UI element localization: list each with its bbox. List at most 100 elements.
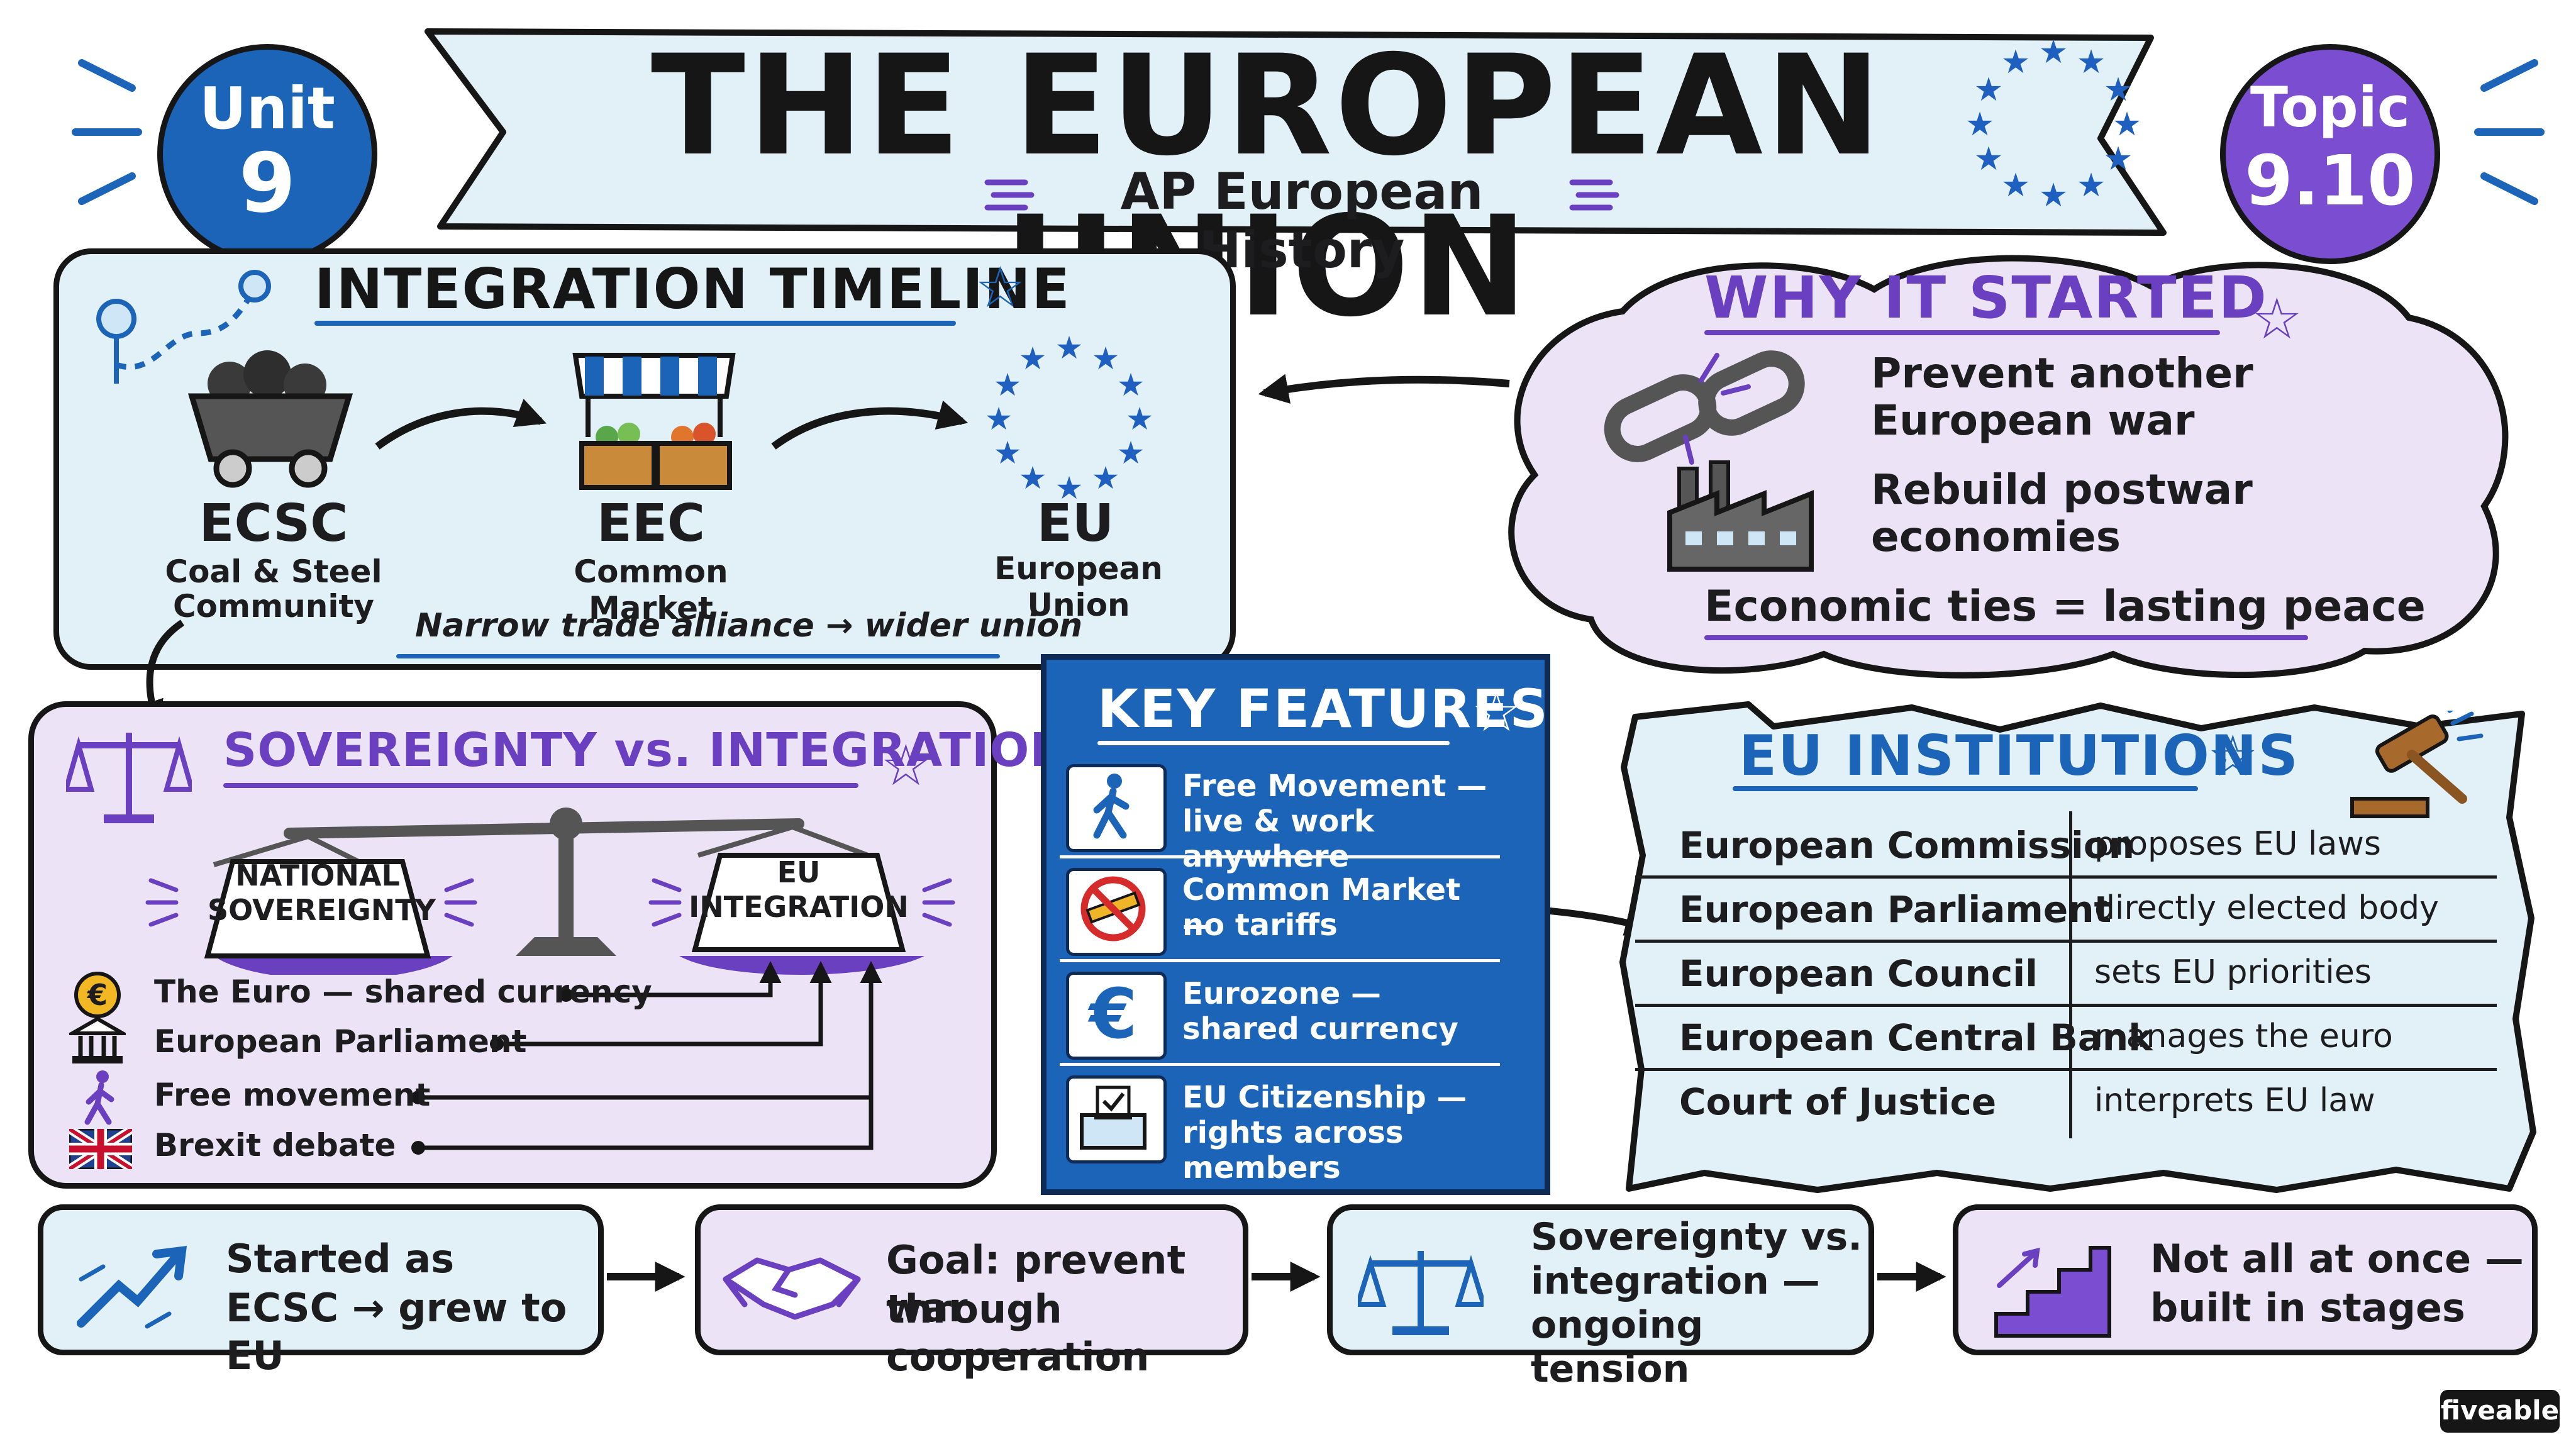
summary-goal-line1: Goal: prevent war [886, 1237, 1186, 1331]
stage-eec-desc1: Common Market [574, 553, 728, 626]
institution-role: manages the euro [2094, 1018, 2393, 1055]
coal-cart-icon [187, 350, 353, 488]
summary-box-tension: Sovereignty vs. integration — ongoing te… [1327, 1204, 1874, 1391]
why-reason1-line1: Prevent another [1871, 349, 2253, 397]
gavel-icon [2350, 711, 2484, 818]
timeline-heading: INTEGRATION TIMELINE [314, 257, 1071, 321]
euro-coin-icon: € [74, 972, 121, 1018]
stage-ecsc-abbr: ECSC [199, 494, 348, 553]
topic-label: Topic [2250, 75, 2411, 140]
star-icon: ☆ [2251, 286, 2302, 352]
feature-eu-citizenship-line1: EU Citizenship — [1182, 1080, 1467, 1115]
subtitle-flourish-right [1569, 179, 1619, 211]
uk-flag-icon [69, 1129, 132, 1169]
institution-name: European Central Bank [1679, 1016, 2153, 1059]
star-icon: ☆ [975, 255, 1026, 321]
feature-eu-citizenship: EU Citizenship — rights across members [1060, 1066, 1500, 1185]
svg-text:★: ★ [1974, 71, 2004, 109]
svg-text:★: ★ [1126, 401, 1154, 437]
subtitle-flourish-left [984, 179, 1035, 211]
timeline-caption-underline [396, 654, 1000, 658]
why-reason2-line2: economies [1871, 513, 2121, 561]
svg-text:★: ★ [2112, 106, 2142, 143]
eu-integration-pan [691, 853, 906, 952]
feature-common-market-line2: no tariffs [1182, 908, 1338, 943]
institution-name: Court of Justice [1679, 1080, 1997, 1123]
topic-badge: Topic 9.10 [2220, 44, 2440, 264]
summary-tension-line3: ongoing tension [1531, 1303, 1704, 1391]
feature-eu-citizenship-line2: rights across members [1182, 1115, 1404, 1185]
institution-name: European Commission [1679, 824, 2135, 867]
svg-text:★: ★ [1019, 460, 1047, 496]
feature-eurozone-line1: Eurozone — [1182, 976, 1381, 1011]
unit-badge: Unit 9 [157, 44, 377, 264]
svg-text:★: ★ [2001, 167, 2031, 204]
stage-eu-desc1: European Union [994, 550, 1163, 623]
stage-ecsc-desc1: Coal & Steel [165, 553, 382, 590]
key-features-heading: KEY FEATURES [1097, 678, 1549, 740]
feature-eurozone-line2: shared currency [1182, 1011, 1458, 1046]
summary-box-origins: Started as ECSC → grew to EU [38, 1204, 604, 1379]
svg-text:★: ★ [994, 435, 1022, 471]
institution-name: European Parliament [1679, 888, 2112, 931]
svg-text:★: ★ [1092, 460, 1120, 496]
summary-stages-line1: Not all at once — [2150, 1236, 2524, 1282]
summary-box-goal: Goal: prevent war through cooperation [695, 1204, 1248, 1380]
page-subtitle: AP European History [1120, 162, 1484, 279]
institution-name: European Council [1679, 952, 2038, 995]
svg-text:★: ★ [2039, 33, 2068, 71]
svg-text:★: ★ [994, 367, 1022, 403]
eu-stars-circle-icon: ★★★★ ★★★★ ★★★★ [1965, 33, 2142, 214]
walking-person-icon [1066, 764, 1167, 852]
right-pan-line1: EU [777, 855, 821, 889]
table-row: European Central Bank manages the euro [1635, 1004, 2497, 1071]
feature-common-market: Common Market — no tariffs [1060, 858, 1500, 962]
table-row: European Commission proposes EU laws [1635, 811, 2497, 879]
map-route-icon [96, 270, 271, 384]
unit-number: 9 [238, 135, 296, 231]
why-conclusion-underline [1704, 635, 2308, 640]
brand-logo: fiveable [2440, 1390, 2560, 1433]
left-pan-line2: SOVEREIGNTY [208, 893, 436, 927]
sovereignty-item-free-movement: Free movement [154, 1077, 431, 1113]
svg-text:★: ★ [1117, 367, 1145, 403]
why-reason2-line1: Rebuild postwar [1871, 465, 2253, 514]
topic-spark-lines [2474, 59, 2545, 205]
feature-common-market-line1: Common Market — [1182, 872, 1461, 943]
no-barrier-icon [1066, 868, 1167, 956]
svg-text:★: ★ [2077, 167, 2106, 204]
page-title: THE EUROPEAN UNION [650, 25, 1884, 347]
balance-scale-icon [1358, 1251, 1484, 1335]
summary-tension-line1: Sovereignty vs. [1531, 1215, 1863, 1259]
right-pan-line2: INTEGRATION [689, 890, 909, 924]
why-reason1-line2: European war [1871, 396, 2195, 445]
euro-icon: € [1066, 972, 1167, 1060]
timeline-caption: Narrow trade alliance → wider union [415, 607, 1083, 645]
svg-text:★: ★ [1965, 106, 1995, 143]
topic-number: 9.10 [2245, 140, 2416, 221]
stairs-icon [1994, 1246, 2111, 1338]
svg-text:★: ★ [1055, 470, 1084, 500]
institutions-heading: EU INSTITUTIONS [1739, 723, 2299, 788]
key-features-heading-underline [1097, 741, 1450, 745]
table-row: European Council sets EU priorities [1635, 940, 2497, 1007]
svg-text:★: ★ [1117, 435, 1145, 471]
national-sovereignty-pan [204, 859, 431, 958]
svg-text:★: ★ [2104, 71, 2133, 109]
sovereignty-heading: SOVEREIGNTY vs. INTEGRATION [223, 723, 1070, 777]
walking-person-icon [84, 1070, 114, 1125]
institution-role: interprets EU law [2094, 1082, 2375, 1119]
sovereignty-item-parliament: European Parliament [154, 1023, 527, 1060]
summary-box-stages: Not all at once — built in stages [1953, 1204, 2538, 1355]
star-icon: ☆ [2207, 723, 2258, 789]
svg-text:★: ★ [1092, 340, 1120, 377]
institution-role: directly elected body [2094, 889, 2439, 927]
broken-chain-icon [1604, 350, 1805, 465]
sovereignty-item-euro: The Euro — shared currency [154, 974, 652, 1010]
timeline-heading-underline [314, 321, 956, 326]
stage-eec-abbr: EEC [596, 494, 706, 553]
pan-spark-lines [145, 878, 955, 927]
feature-free-movement-line2: live & work anywhere [1182, 804, 1374, 874]
brand-name: fiveable [2440, 1395, 2560, 1426]
